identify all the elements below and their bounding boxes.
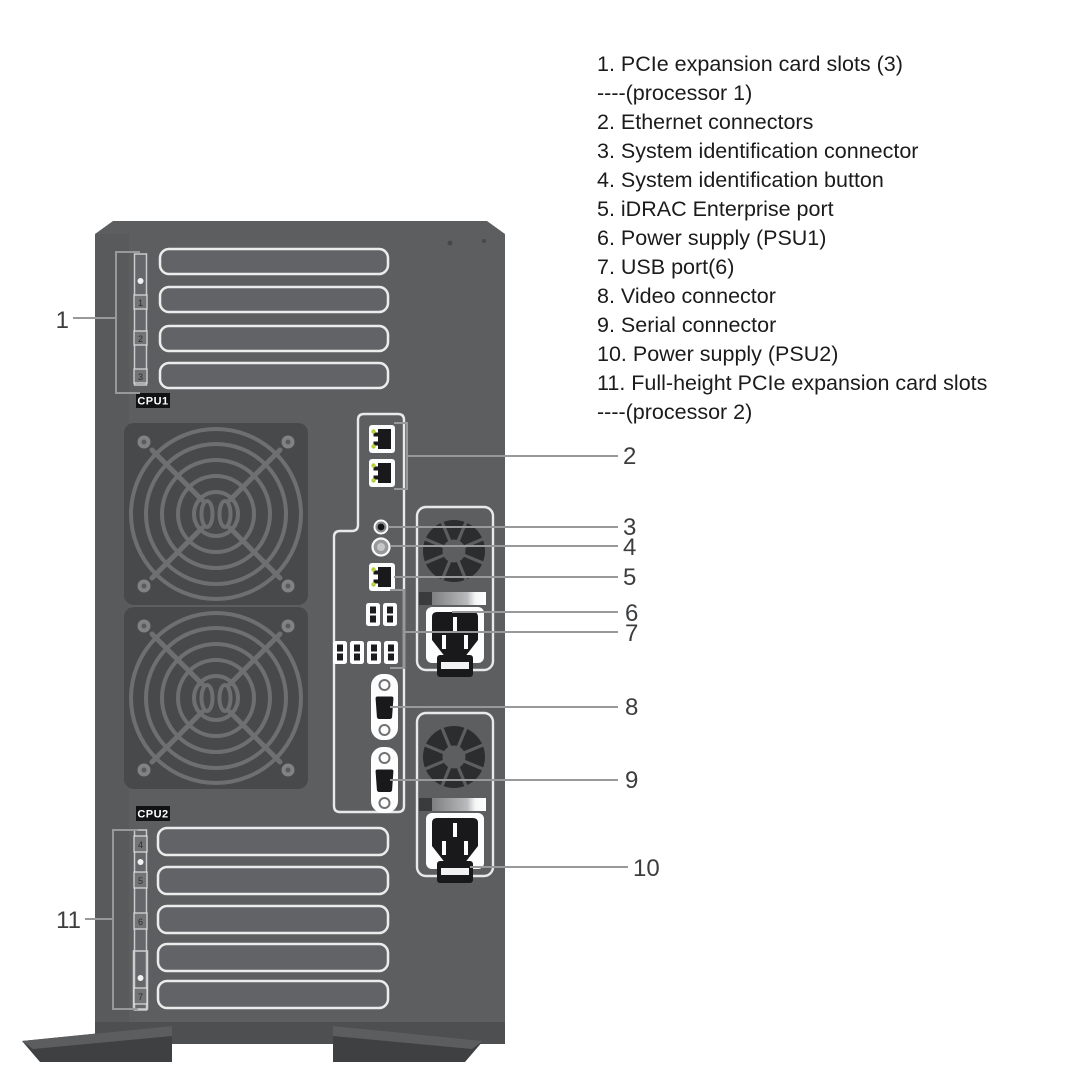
legend-item: 5. iDRAC Enterprise port <box>597 197 834 221</box>
legend-item: 9. Serial connector <box>597 313 777 337</box>
legend-item: 7. USB port(6) <box>597 255 735 279</box>
legend-item: 8. Video connector <box>597 284 776 308</box>
legend-item: 2. Ethernet connectors <box>597 110 814 134</box>
legend-item: 10. Power supply (PSU2) <box>597 342 839 366</box>
callout-10: 10 <box>633 855 660 882</box>
slot-tab-label: 7 <box>138 992 143 1002</box>
legend-item: 11. Full-height PCIe expansion card slot… <box>597 371 988 395</box>
callout-4: 4 <box>623 534 636 561</box>
slot-tab-label: 6 <box>138 917 143 927</box>
pcie-slots-bottom <box>156 826 390 1010</box>
cooling-fan-lower <box>124 607 308 789</box>
slot-tab-label: 2 <box>138 334 143 344</box>
legend-item: 6. Power supply (PSU1) <box>597 226 827 250</box>
legend-item: ----(processor 1) <box>597 81 753 105</box>
slot-tab-label: 4 <box>138 840 143 850</box>
legend-item: 3. System identification connector <box>597 139 919 163</box>
callout-2: 2 <box>623 443 636 470</box>
callout-11: 11 <box>56 907 81 934</box>
svg-text:CPU2: CPU2 <box>137 809 168 821</box>
slot-number-strip-bottom: 4 5 6 7 <box>132 829 149 1011</box>
svg-text:CPU1: CPU1 <box>137 396 168 408</box>
chassis-screw <box>447 240 453 246</box>
callout-7: 7 <box>625 620 638 647</box>
callout-lines <box>73 251 628 1010</box>
callout-3: 3 <box>623 514 636 541</box>
ethernet-port-1 <box>369 425 395 453</box>
callout-6: 6 <box>625 600 638 627</box>
io-panel-outline <box>332 412 406 814</box>
legend-item: ----(processor 2) <box>597 400 753 424</box>
ethernet-port-2 <box>369 459 395 487</box>
slot-tab-label: 5 <box>138 876 143 886</box>
cpu1-label: CPU1 <box>136 393 170 408</box>
cooling-fan-upper <box>124 423 308 605</box>
slot-tab-label: 1 <box>138 298 143 308</box>
slot-tab-label: 3 <box>138 372 143 382</box>
system-id-connector <box>373 519 389 535</box>
legend: 1. PCIe expansion card slots (3) ----(pr… <box>597 50 987 427</box>
callout-5: 5 <box>623 564 636 591</box>
idrac-port <box>369 563 395 591</box>
callout-numbers: 1 11 2 3 4 5 6 7 8 9 10 <box>56 307 660 934</box>
pcie-slots-top <box>158 247 390 390</box>
slot-number-strip-top: 1 2 3 <box>133 253 148 386</box>
system-id-button <box>371 537 391 557</box>
stabilizer-foot-left <box>22 1026 172 1062</box>
chassis-screw <box>482 239 486 243</box>
legend-item: 4. System identification button <box>597 168 884 192</box>
callout-9: 9 <box>625 767 638 794</box>
callout-8: 8 <box>625 694 638 721</box>
legend-item: 1. PCIe expansion card slots (3) <box>597 52 903 76</box>
callout-1: 1 <box>56 307 69 334</box>
cpu2-label: CPU2 <box>136 806 170 821</box>
stabilizer-foot-right <box>333 1026 483 1062</box>
